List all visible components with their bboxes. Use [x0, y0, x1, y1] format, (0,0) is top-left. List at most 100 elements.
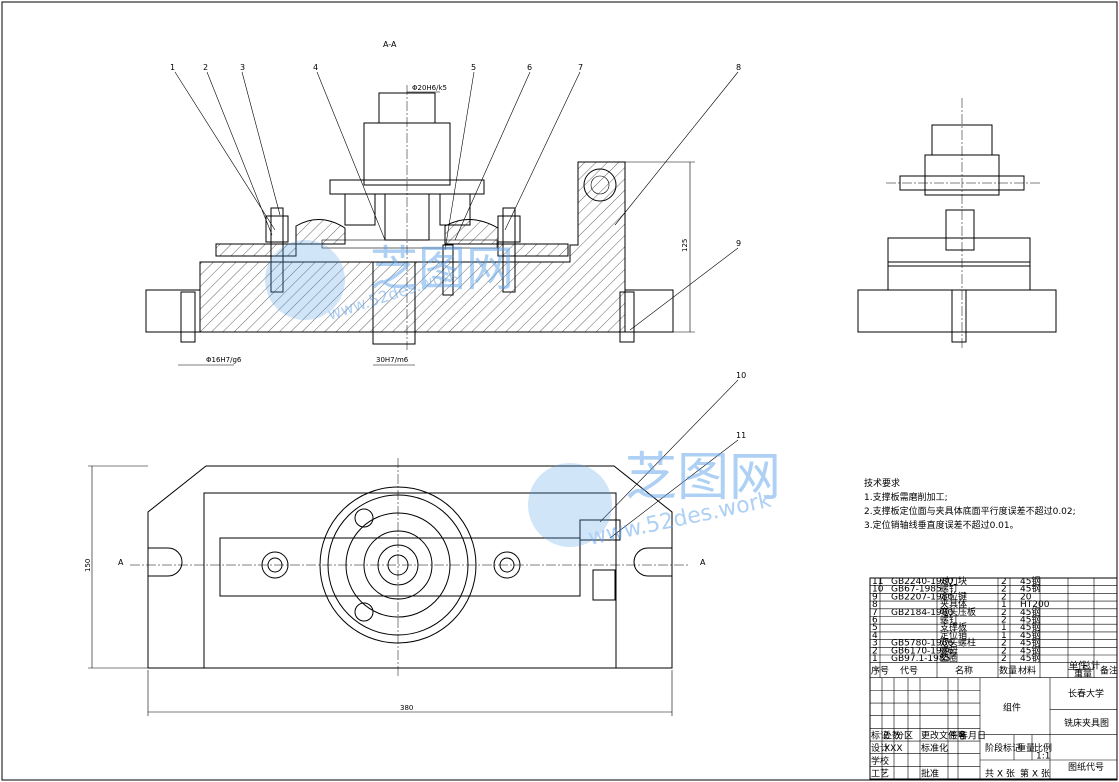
watermark-brand: 芝图网 [370, 241, 514, 297]
bom-mat: HT200 [1020, 600, 1050, 610]
bracket-hole [583, 168, 617, 202]
bom-mat: 45钢 [1020, 583, 1040, 595]
dim-length: 380 [400, 704, 413, 712]
tb-assembly: 组件 [1003, 702, 1021, 714]
balloon-6: 6 [527, 63, 532, 72]
bom-no: 4 [872, 631, 878, 641]
balloon-5: 5 [471, 63, 476, 72]
left-stud [270, 207, 284, 293]
bom-name: 对刀块 [940, 575, 967, 587]
bom-code: GB2207-1980 [891, 592, 953, 602]
bom-qty: 2 [1001, 585, 1007, 595]
dim-d-top: Φ20H6/k5 [412, 84, 447, 92]
balloon-1: 1 [170, 63, 175, 72]
bom-mat: 45钢 [1020, 575, 1040, 587]
tb-stage: 阶段标记 [985, 742, 1021, 754]
bom-code: GB2184-1980 [891, 608, 953, 618]
bom-no: 11 [872, 577, 883, 587]
bom-header-w1: 单件 [1069, 660, 1087, 672]
section-view-a-a: A-A [145, 40, 746, 440]
dim-key-fit: 30H7/m6 [376, 356, 409, 364]
bom-mat: 45钢 [1020, 637, 1040, 649]
right-locating-pin [619, 291, 635, 343]
key-slot [372, 261, 416, 345]
bom-qty: 2 [1001, 577, 1007, 587]
bom-code: GB5780-1986 [891, 639, 953, 649]
bom-no: 7 [872, 608, 878, 618]
bom-mat: 45钢 [1020, 652, 1040, 664]
bom-qty: 1 [1001, 600, 1007, 610]
balloon-labels: 1 2 3 4 5 6 7 8 9 10 11 [170, 63, 746, 440]
left-flange [145, 289, 201, 333]
tb-std: 标准化 [921, 742, 948, 754]
bom-mat: 45钢 [1020, 606, 1040, 618]
dim-d-pin: Φ16H7/g6 [206, 356, 242, 364]
bom-name: 定位销 [940, 629, 967, 641]
tb-school: 长春大学 [1068, 688, 1104, 700]
bom-header-w2: 总计 [1082, 660, 1100, 672]
tech-item-2: 2.支撑板定位面与夹具体底面平行度误差不超过0.02; [864, 505, 1076, 517]
bom-qty: 1 [1001, 623, 1007, 633]
tb-craft: 学校 [871, 755, 889, 767]
bom-name: 双头螺柱 [940, 637, 976, 649]
bom-code: GB6170-1986 [891, 646, 953, 656]
bom-mat: 45钢 [1020, 614, 1040, 626]
bom-header-seq: 序号 [871, 665, 889, 677]
tb-date: 年月日 [959, 729, 986, 741]
center-screw [442, 244, 454, 296]
bom-code: GB97.1-1985 [891, 654, 950, 664]
tb-code: 图纸代号 [1068, 761, 1104, 773]
tb-design: 设计 [871, 742, 889, 754]
balloon-2: 2 [203, 63, 208, 72]
bom-header-mat: 材料 [1018, 665, 1036, 677]
dim-width: 150 [84, 559, 92, 572]
bom-name: 螺钉 [940, 615, 958, 626]
bom-no: 9 [872, 592, 878, 602]
bom-qty: 1 [1001, 631, 1007, 641]
bom-header-qty: 数量 [999, 665, 1017, 677]
bom-qty: 2 [1001, 639, 1007, 649]
tech-requirements: 技术要求 1.支撑板需磨削加工; 2.支撑板定位面与夹具体底面平行度误差不超过0… [864, 477, 1076, 531]
dim-height: 125 [681, 239, 689, 252]
base-body [199, 161, 626, 333]
bom-no: 5 [872, 623, 878, 633]
bom-mat: 45钢 [1020, 621, 1040, 633]
bom-no: 1 [872, 654, 878, 664]
bom-qty: 2 [1001, 654, 1007, 664]
bom-name: 夹具体 [940, 598, 967, 610]
tb-drawing: 铣床夹具图 [1064, 717, 1109, 729]
bom-no: 8 [872, 600, 878, 610]
tb-approve: 批准 [921, 767, 939, 779]
balloon-9: 9 [736, 239, 741, 248]
balloon-8: 8 [736, 63, 741, 72]
tb-mark: 标记 [871, 729, 889, 741]
bom-header-note: 备注 [1100, 665, 1118, 677]
tb-zone: 分区 [895, 730, 913, 741]
right-nut [497, 215, 521, 243]
tb-sheet-a: 共 X 张 [985, 768, 1015, 779]
tech-item-1: 1.支撑板需磨削加工; [864, 491, 948, 503]
tech-title: 技术要求 [864, 477, 900, 489]
left-slot [148, 547, 183, 577]
balloon-7: 7 [578, 63, 583, 72]
bom-qty: 2 [1001, 646, 1007, 656]
section-mark-left: A [118, 558, 124, 567]
bom-name: 支撑板 [940, 621, 967, 633]
left-clamp-hook [295, 219, 346, 245]
tech-item-3: 3.定位销轴线垂直度误差不超过0.01。 [864, 519, 1019, 531]
bom-no: 3 [872, 639, 878, 649]
section-mark-right: A [700, 558, 706, 567]
bom-name: 垫圈 [940, 652, 958, 664]
tb-design-name: XXX [884, 744, 903, 754]
bom-qty: 2 [1001, 592, 1007, 602]
tb-scale-lbl: 比例 [1034, 742, 1052, 754]
side-view [857, 98, 1057, 350]
left-nut [265, 215, 289, 243]
left-locating-pin [180, 291, 196, 343]
tb-weight: 重量 [1017, 742, 1035, 754]
bom-no: 10 [872, 585, 884, 595]
section-title: A-A [383, 40, 397, 49]
tb-sheet-b: 第 X 张 [1020, 767, 1050, 779]
